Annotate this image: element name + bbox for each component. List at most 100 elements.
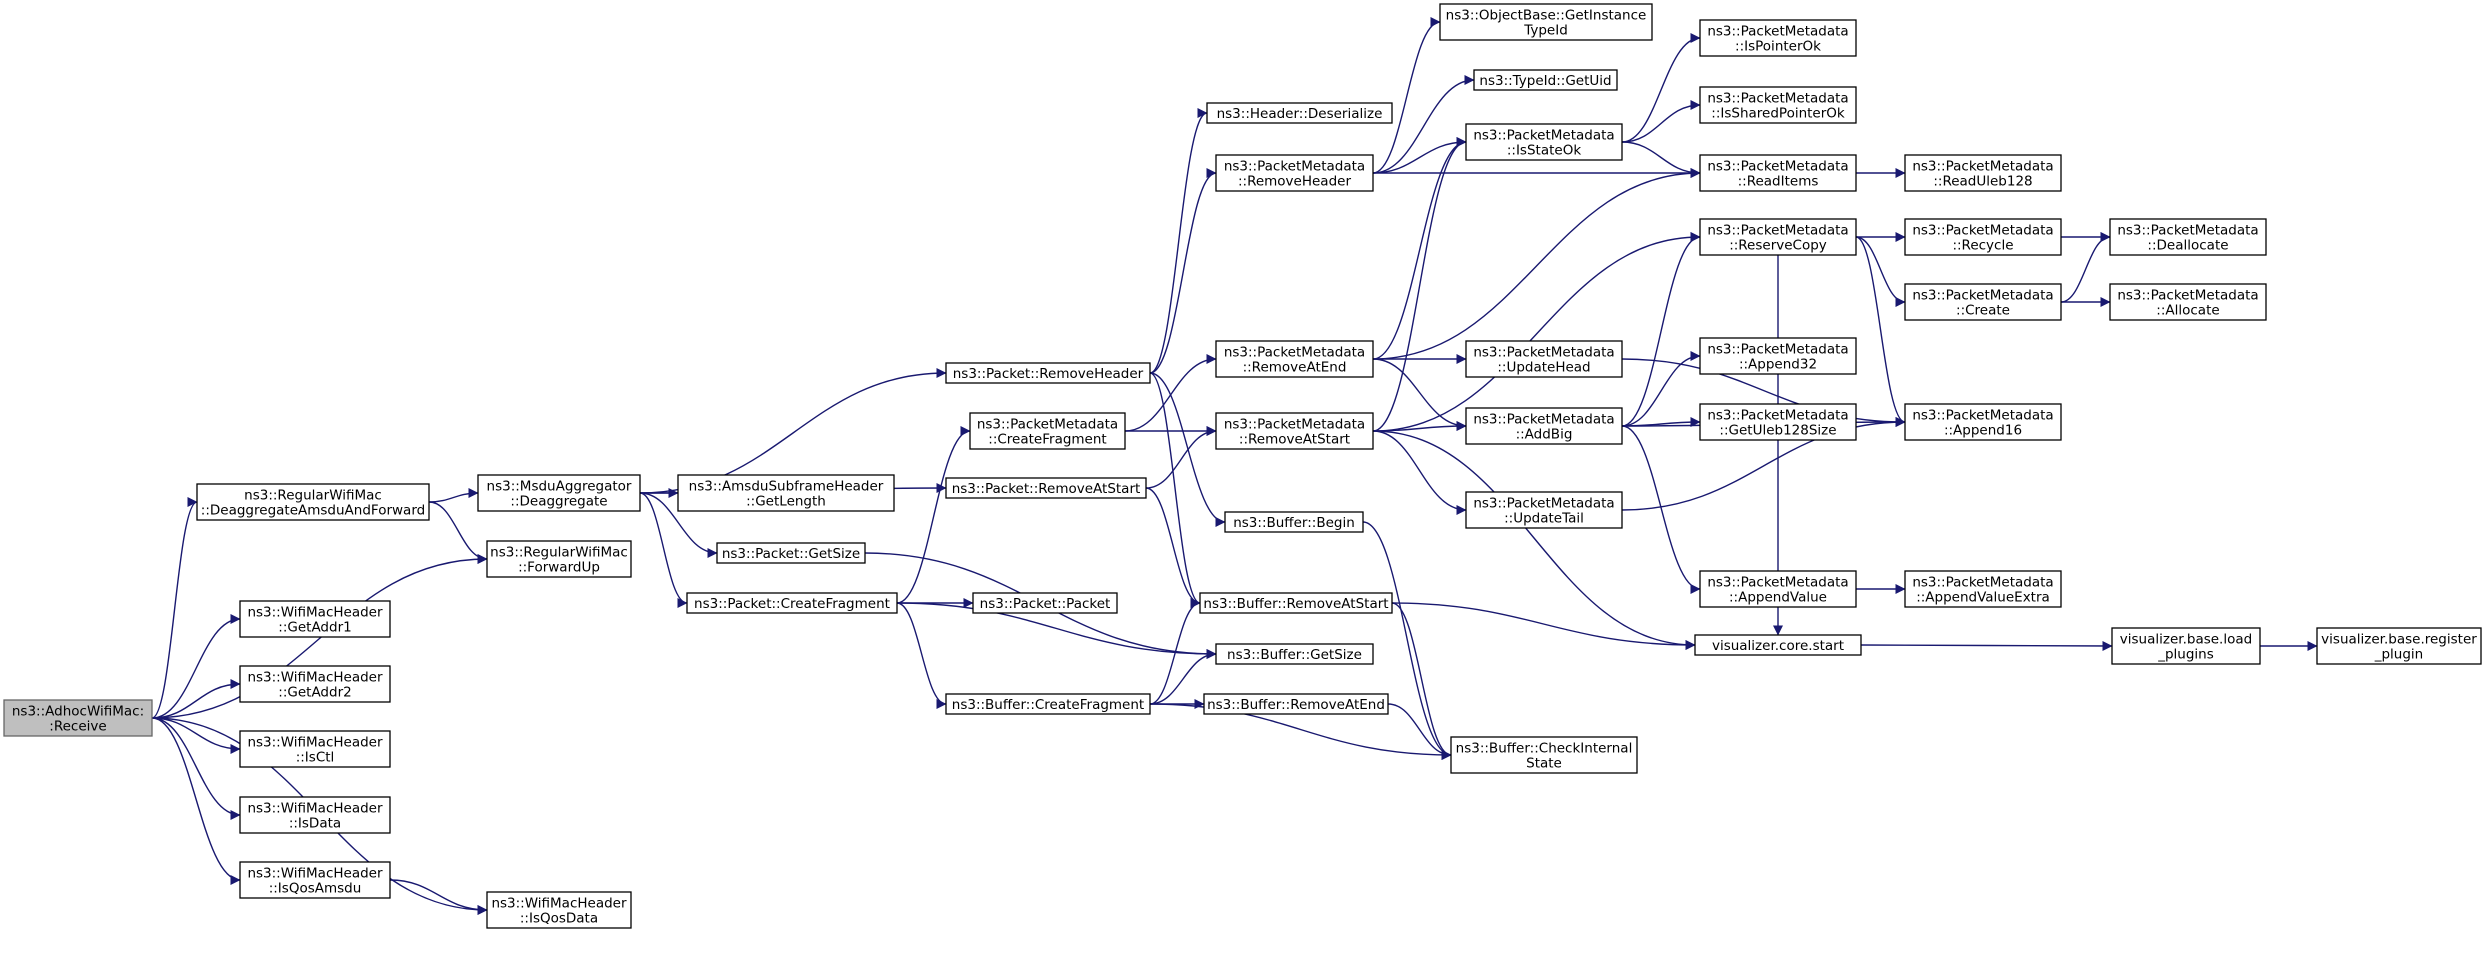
graph-node[interactable]: visualizer.base.load_plugins [2111,627,2261,665]
edge-n20-n30 [1372,358,1467,431]
graph-node[interactable]: ns3::WifiMacHeader::GetAddr1 [239,600,391,638]
edge-n14-n23 [1145,487,1201,608]
graph-node[interactable]: ns3::RegularWifiMac::DeaggregateAmsduAnd… [196,483,430,521]
edge-n21-n28 [1372,137,1467,432]
graph-node[interactable]: ns3::Packet::RemoveHeader [945,362,1151,384]
node-label-line: ::GetUleb128Size [1719,423,1836,439]
graph-node[interactable]: ns3::MsduAggregator::Deaggregate [477,474,641,512]
node-label-line: :Receive [49,719,106,735]
graph-node[interactable]: ns3::PacketMetadata::ReadItems [1699,154,1857,192]
graph-node[interactable]: visualizer.base.register_plugin [2316,627,2482,665]
graph-node[interactable]: ns3::Buffer::Begin [1224,511,1364,533]
node-label-line: ::AddBig [1516,427,1573,443]
edge-n12-n24 [896,602,1217,659]
graph-node[interactable]: ns3::PacketMetadata::IsPointerOk [1699,19,1857,57]
graph-node[interactable]: ns3::PacketMetadata::ReserveCopy [1699,218,1857,256]
node-label-line: ::ReserveCopy [1729,238,1827,254]
node-label-line: ns3::RegularWifiMac [490,545,628,561]
graph-node[interactable]: ns3::Buffer::RemoveAtEnd [1203,693,1389,715]
node-label-line: ns3::PacketMetadata [1912,288,2053,304]
node-box [239,796,391,834]
graph-node[interactable]: ns3::WifiMacHeader::IsData [239,796,391,834]
node-label-line: ns3::PacketMetadata [977,417,1118,433]
edge-n36-n43 [1855,236,1906,307]
graph-node[interactable]: ns3::PacketMetadata::UpdateTail [1465,491,1623,529]
graph-node[interactable]: ns3::Packet::RemoveAtStart [945,477,1147,499]
graph-node[interactable]: visualizer.core.start [1694,634,1862,656]
node-box [1699,86,1857,124]
graph-node[interactable]: ns3::AdhocWifiMac::Receive [3,699,153,737]
graph-node[interactable]: ns3::PacketMetadata::AppendValueExtra [1904,570,2062,608]
graph-node[interactable]: ns3::PacketMetadata::UpdateHead [1465,340,1623,378]
node-box [1465,340,1623,378]
graph-node[interactable]: ns3::PacketMetadata::AppendValue [1699,570,1857,608]
graph-node[interactable]: ns3::PacketMetadata::Append16 [1904,403,2062,441]
node-label-line: ns3::PacketMetadata [1707,24,1848,40]
node-box [1465,407,1623,445]
graph-node[interactable]: ns3::PacketMetadata::IsStateOk [1465,123,1623,161]
graph-node[interactable]: ns3::PacketMetadata::Append32 [1699,337,1857,375]
edge-n19-n28 [1372,137,1467,174]
node-box [477,474,641,512]
node-box [239,861,391,899]
node-label-line: ns3::PacketMetadata [1473,128,1614,144]
node-label-line: visualizer.core.start [1712,638,1844,654]
graph-node[interactable]: ns3::PacketMetadata::RemoveHeader [1215,154,1374,192]
node-box [677,474,895,512]
graph-node[interactable]: ns3::PacketMetadata::RemoveAtStart [1215,412,1374,450]
edge-n20-n35 [1372,168,1701,360]
edge-n0-n4 [151,679,241,719]
edge-n43-n47 [2060,232,2111,303]
graph-node[interactable]: ns3::PacketMetadata::Recycle [1904,218,2062,256]
graph-node[interactable]: ns3::PacketMetadata::CreateFragment [969,412,1126,450]
graph-node[interactable]: ns3::Buffer::RemoveAtStart [1199,592,1393,614]
node-box [716,542,866,564]
node-label-line: ::IsQosData [520,911,598,927]
node-label-line: ns3::PacketMetadata [1707,159,1848,175]
nodes-layer: ns3::AdhocWifiMac::Receive ns3::RegularWi… [3,3,2482,929]
node-label-line: visualizer.base.load [2120,632,2252,648]
graph-node[interactable]: ns3::PacketMetadata::Deallocate [2109,218,2267,256]
node-label-line: ::Recycle [1952,238,2013,254]
node-label-line: ::IsData [289,816,341,832]
node-box [486,540,632,578]
graph-node[interactable]: ns3::RegularWifiMac::ForwardUp [486,540,632,578]
graph-node[interactable]: ns3::PacketMetadata::ReadUleb128 [1904,154,2062,192]
graph-node[interactable]: ns3::Header::Deserialize [1206,102,1393,124]
graph-node[interactable]: ns3::WifiMacHeader::IsCtl [239,730,391,768]
graph-node[interactable]: ns3::PacketMetadata::GetUleb128Size [1699,403,1857,441]
graph-node[interactable]: ns3::PacketMetadata::IsSharedPointerOk [1699,86,1857,124]
node-label-line: ::GetAddr2 [278,685,351,701]
node-label-line: ns3::PacketMetadata [1473,345,1614,361]
graph-node[interactable]: ns3::WifiMacHeader::GetAddr2 [239,665,391,703]
edge-n30-n37 [1621,351,1701,427]
graph-node[interactable]: ns3::WifiMacHeader::IsQosData [486,891,632,929]
node-box [1904,218,2062,256]
graph-node[interactable]: ns3::AmsduSubframeHeader::GetLength [677,474,895,512]
graph-node[interactable]: ns3::Packet::CreateFragment [686,592,898,614]
node-box [1699,403,1857,441]
node-label-line: _plugin [2374,647,2424,663]
node-label-line: ns3::ObjectBase::GetInstance [1446,8,1647,24]
graph-node[interactable]: ns3::PacketMetadata::Create [1904,283,2062,321]
graph-node[interactable]: ns3::PacketMetadata::Allocate [2109,283,2267,321]
node-box [1224,511,1364,533]
node-box [1699,218,1857,256]
graph-node[interactable]: ns3::Packet::Packet [972,592,1118,614]
node-label-line: ns3::AmsduSubframeHeader [689,479,884,495]
edge-n36-n44 [1855,236,1906,427]
graph-node[interactable]: ns3::WifiMacHeader::IsQosAmsdu [239,861,391,899]
edge-n17-n23 [1149,598,1201,705]
graph-node[interactable]: ns3::PacketMetadata::AddBig [1465,407,1623,445]
graph-node[interactable]: ns3::Packet::GetSize [716,542,866,564]
graph-node[interactable]: ns3::Buffer::CreateFragment [945,693,1151,715]
edge-n19-n27 [1372,75,1475,174]
graph-node[interactable]: ns3::PacketMetadata::RemoveAtEnd [1215,340,1374,378]
graph-node[interactable]: ns3::Buffer::GetSize [1215,643,1374,665]
node-label-line: ::UpdateTail [1504,511,1584,527]
node-label-line: ::IsQosAmsdu [269,881,362,897]
edge-n23-n32 [1391,602,1452,760]
graph-node[interactable]: ns3::TypeId::GetUid [1473,69,1618,91]
